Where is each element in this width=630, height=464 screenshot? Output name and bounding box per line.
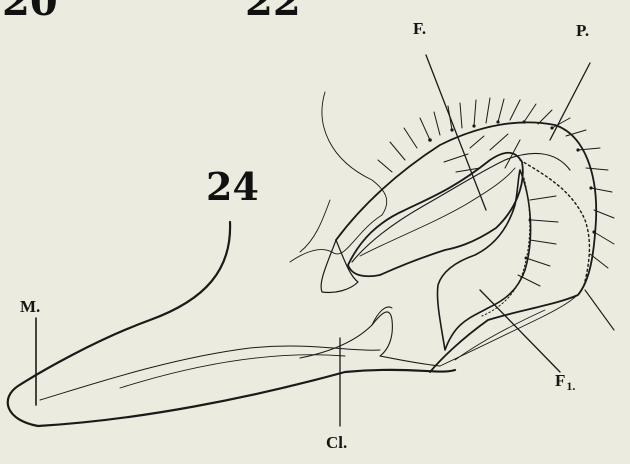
inner-lobe-f [348,153,523,277]
background-contour-1 [322,92,387,215]
median-lobe-inner-line [40,346,380,400]
label-p: P. [576,22,589,39]
background-contour-3 [300,200,330,252]
median-lobe-outline [8,222,455,426]
label-cl: Cl. [326,434,347,451]
lobe-f1-margin [482,178,530,316]
setae [378,98,614,286]
label-f1-main: F [555,371,565,390]
leader-line-right [585,290,614,330]
leader-line-p [550,63,590,140]
claw-structure [300,312,440,366]
claw-tip [372,307,392,325]
setae-sockets [428,120,595,259]
small-foot [321,240,358,293]
label-f1: F1. [555,372,575,389]
label-f1-subscript: 1. [566,379,575,393]
label-f: F. [413,20,426,37]
lower-membrane [440,292,580,366]
leader-line-f1 [480,290,560,372]
median-lobe-inner-line-2 [120,355,345,388]
label-m: M. [20,298,40,315]
